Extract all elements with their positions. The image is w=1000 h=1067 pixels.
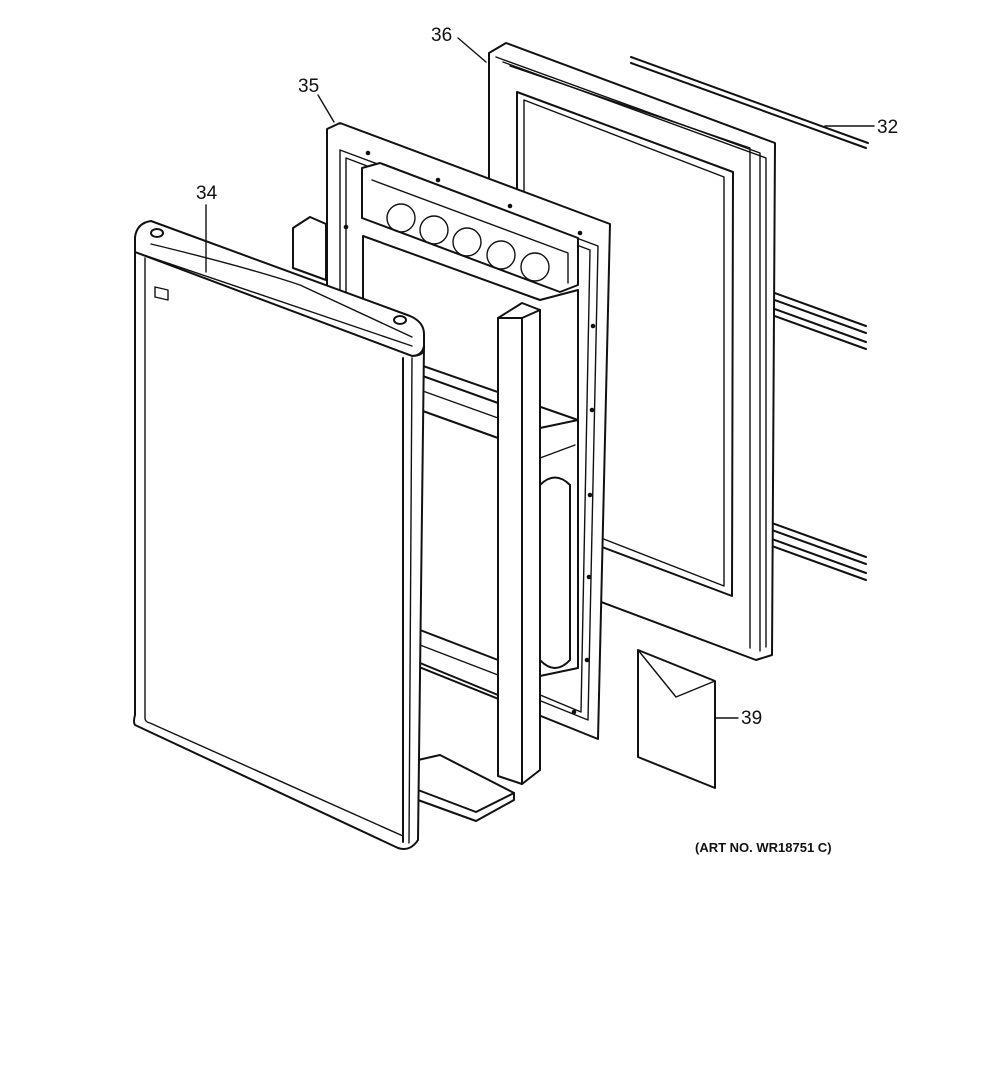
egg-rack-cups bbox=[386, 203, 550, 282]
callout-36: 36 bbox=[431, 25, 452, 46]
door-insulation-pieces bbox=[292, 216, 541, 822]
callout-32: 32 bbox=[877, 117, 898, 138]
callout-34: 34 bbox=[196, 183, 218, 204]
literature-envelope bbox=[637, 649, 716, 789]
callout-leaders bbox=[205, 37, 875, 719]
art-number-caption: (ART NO. WR18751 C) bbox=[695, 840, 832, 855]
callout-35: 35 bbox=[298, 76, 319, 97]
hinge-hole-icon bbox=[393, 315, 407, 325]
door-badge-icon bbox=[154, 286, 169, 301]
callout-39: 39 bbox=[741, 708, 762, 729]
hinge-hole-icon bbox=[150, 228, 164, 238]
outer-door-panel bbox=[133, 220, 426, 850]
